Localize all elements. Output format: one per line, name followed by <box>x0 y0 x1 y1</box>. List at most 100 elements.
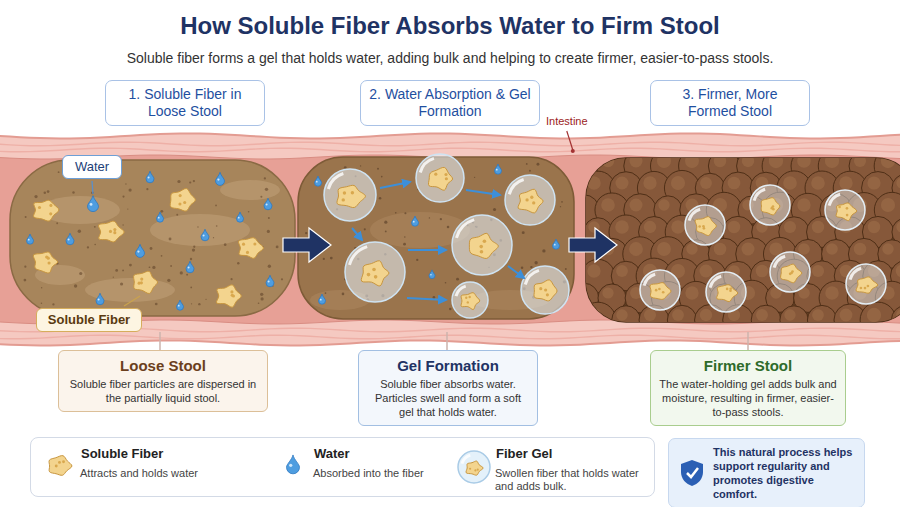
texture-dot <box>323 258 325 260</box>
texture-dot <box>191 303 192 304</box>
texture-dot <box>129 264 132 267</box>
legend-entry: Water <box>314 446 350 462</box>
lump-highlight <box>602 158 615 167</box>
texture-dot <box>87 246 89 248</box>
fiber-texture <box>47 257 50 260</box>
stool-lump <box>612 306 640 322</box>
node-heading: This natural process helps support regul… <box>713 445 856 501</box>
texture-dot <box>258 302 260 304</box>
fiber-texture <box>140 278 143 281</box>
texture-dot <box>224 243 227 246</box>
wall-ridge <box>0 335 900 339</box>
wall-ridge <box>0 148 900 152</box>
water-drop <box>96 293 104 305</box>
bubble-highlight <box>461 454 471 464</box>
fiber-texture <box>544 288 547 291</box>
texture-dot <box>381 176 383 178</box>
water-drop <box>412 216 419 226</box>
texture-dot <box>186 274 188 276</box>
lump-highlight <box>700 265 713 278</box>
texture-dot <box>176 214 178 216</box>
texture-dot <box>52 303 54 305</box>
fiber-particle <box>717 285 738 302</box>
texture-dot <box>193 246 195 248</box>
drop-highlight <box>320 299 322 301</box>
texture-dot <box>264 177 266 179</box>
bubble-highlight <box>348 245 368 265</box>
fiber-texture <box>230 290 233 293</box>
fiber-texture <box>539 287 542 290</box>
loose-stool <box>10 160 295 316</box>
lump-highlight <box>881 158 895 168</box>
drop-highlight <box>554 244 556 246</box>
texture-dot <box>377 168 379 170</box>
texture-dot <box>561 201 563 203</box>
texture-dot <box>265 188 268 191</box>
leader-line <box>567 131 573 150</box>
fiber-texture <box>474 469 476 471</box>
drop-highlight <box>203 235 205 237</box>
fiber-texture <box>846 214 849 217</box>
texture-dot <box>149 266 151 268</box>
fiber-texture <box>109 230 112 233</box>
node-heading: Gel Formation <box>367 356 529 375</box>
texture-dot <box>190 287 192 289</box>
lump-highlight <box>714 243 727 256</box>
water-drop <box>201 229 209 241</box>
lump-highlight <box>657 158 671 168</box>
lump-highlight <box>868 221 880 233</box>
lump-highlight <box>629 242 643 256</box>
label-box: Attracts and holds water <box>80 467 255 480</box>
fiber-texture <box>49 204 52 207</box>
lump-highlight <box>769 158 783 168</box>
fiber-texture <box>483 239 487 243</box>
leader-dot <box>571 149 575 153</box>
texture-dot <box>169 238 172 241</box>
water-drop <box>319 294 326 304</box>
texture-dot <box>404 212 406 214</box>
texture-dot <box>440 218 442 220</box>
texture-dot <box>534 261 537 264</box>
lump-highlight <box>615 220 629 234</box>
node-heading: Loose Stool <box>67 356 259 375</box>
node-heading: 1. Soluble Fiber in Loose Stool <box>112 86 258 120</box>
absorption-arrow <box>352 228 362 240</box>
texture-dot <box>267 230 270 233</box>
texture-dot <box>161 255 163 257</box>
step-header: 2. Water Absorption & Gel Formation <box>360 80 540 126</box>
fiber-particle <box>466 461 483 475</box>
texture-dot <box>41 303 42 304</box>
texture-dot <box>565 268 567 270</box>
texture-dot <box>268 217 270 219</box>
lump-highlight <box>867 176 880 189</box>
drop-highlight <box>28 239 30 241</box>
fiber-texture <box>246 251 249 254</box>
absorption-arrow <box>407 298 446 300</box>
label-box: Intestine <box>546 115 588 128</box>
node-body: Soluble fiber particles are dispersed in… <box>67 377 259 405</box>
gel-bubble <box>750 185 790 225</box>
bubble-highlight <box>753 188 766 201</box>
texture-dot <box>198 303 200 305</box>
liquid-patch <box>150 214 250 246</box>
absorption-arrow <box>466 190 500 195</box>
gel-bubble <box>706 272 746 312</box>
texture-dot <box>205 299 206 300</box>
bubble-highlight <box>849 267 862 280</box>
fiber-particle <box>469 233 498 258</box>
drop-highlight <box>268 281 270 283</box>
gel-bubble <box>452 282 488 318</box>
texture-dot <box>379 197 382 200</box>
callout-label: Soluble Fiber <box>36 308 142 332</box>
fiber-texture <box>525 198 528 201</box>
fiber-particle <box>134 271 158 293</box>
stool-lumps <box>586 158 900 322</box>
texture-dot <box>281 278 283 280</box>
fiber-texture <box>479 245 483 249</box>
texture-dot <box>529 170 531 172</box>
description-box: Gel FormationSoluble fiber absorbs water… <box>358 350 538 426</box>
lump-highlight <box>672 309 684 321</box>
fiber-texture <box>477 469 479 471</box>
lump-highlight <box>896 221 900 232</box>
